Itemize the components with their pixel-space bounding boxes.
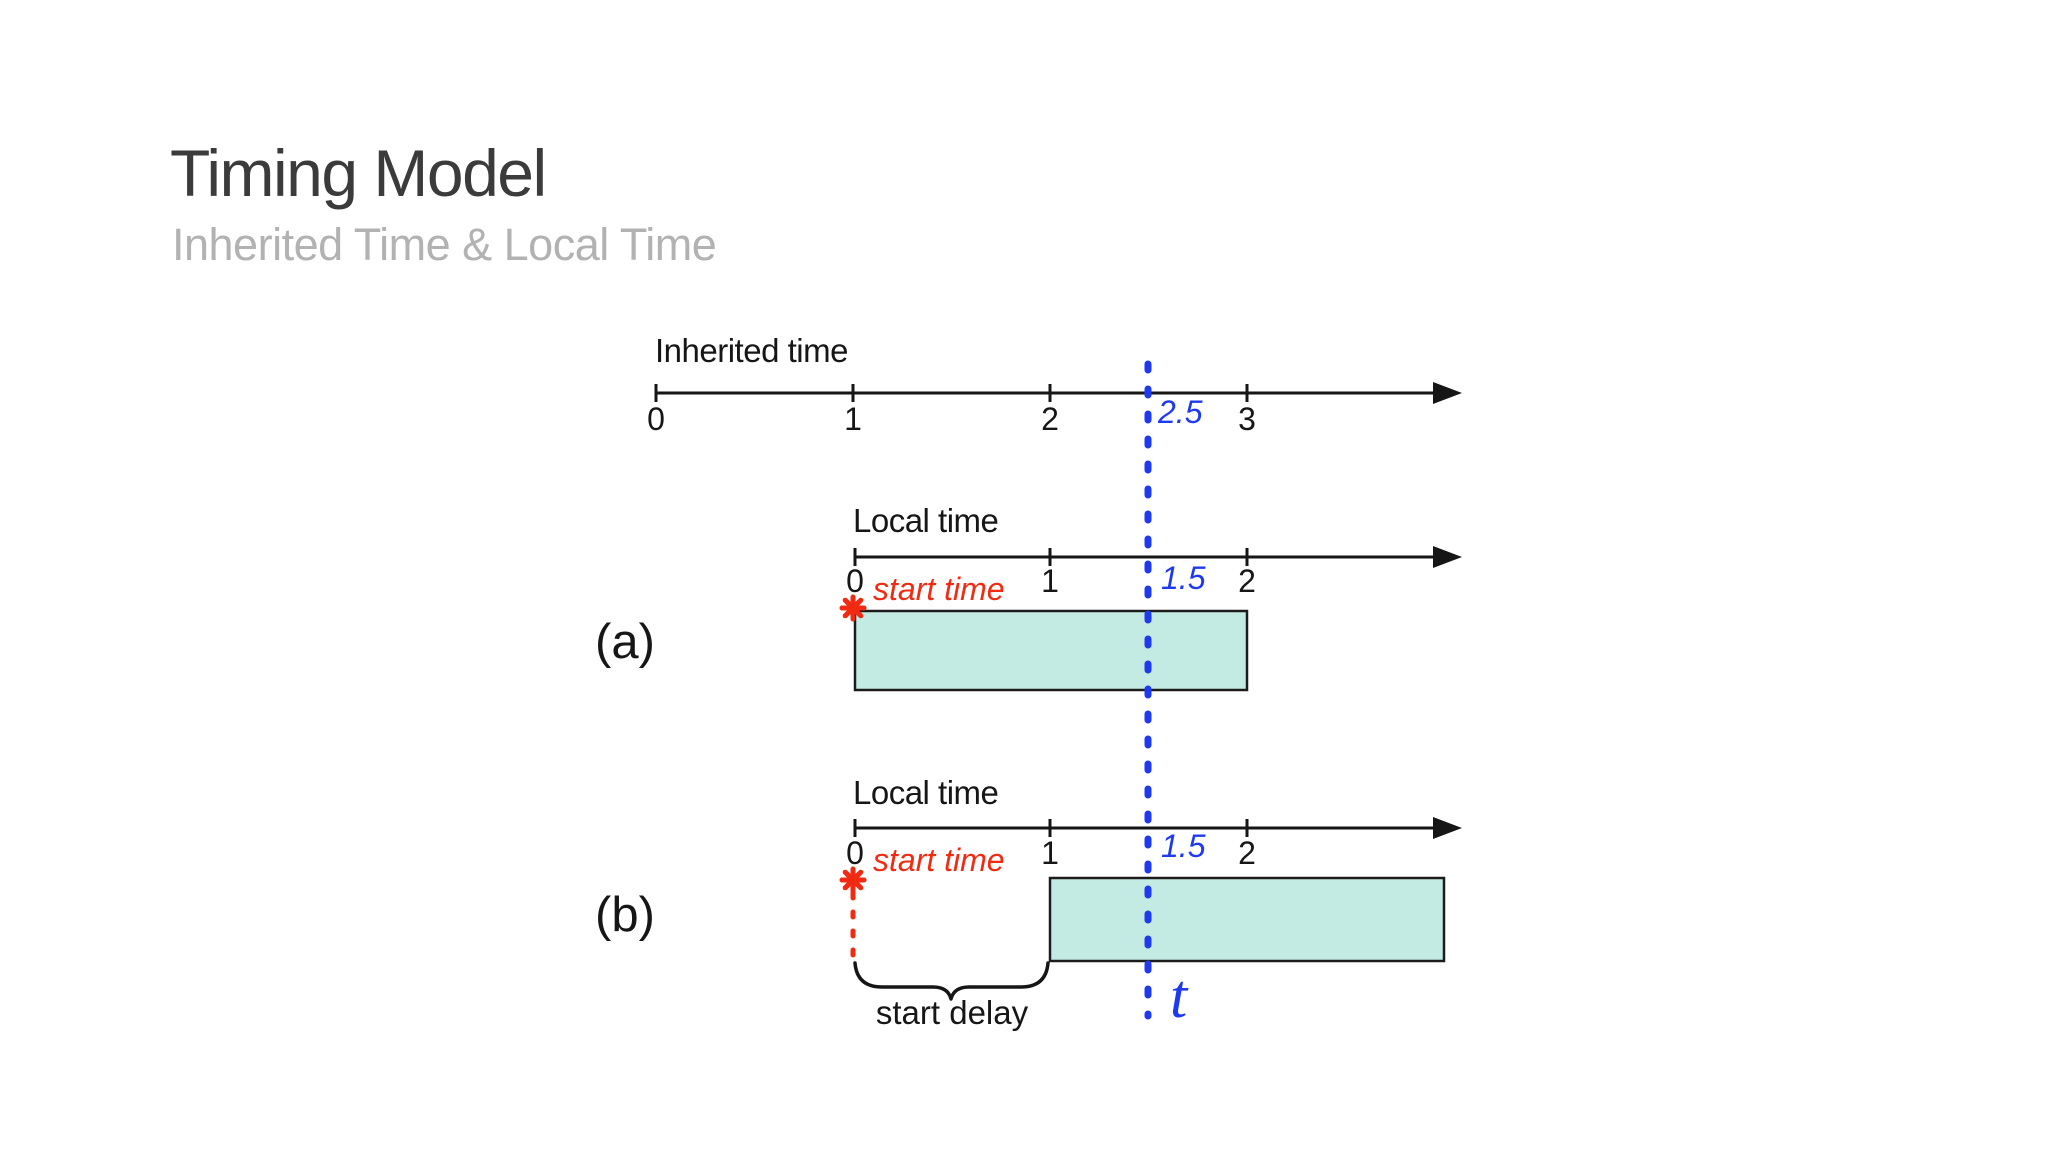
row-label-b: (b) [595,888,655,942]
arrow-right-icon [1433,382,1462,404]
tick-label: 2 [1041,401,1059,437]
start-time-marker-a [839,594,867,622]
current-time-value-inherited: 2.5 [1158,394,1203,430]
start-time-marker-b [839,866,867,894]
start-delay-label: start delay [875,994,1029,1031]
tick-label: 2 [1238,563,1256,599]
inherited-axis-label: Inherited time [655,332,848,369]
local-time-axis-a [853,546,1462,568]
arrow-right-icon [1433,817,1462,839]
tick-label: 0 [647,401,665,437]
current-time-value-local-b: 1.5 [1161,828,1206,864]
tick-label: 2 [1238,835,1256,871]
local-time-axis-b [853,817,1462,839]
tick-label: 0 [846,835,864,871]
tick-label: 3 [1238,401,1256,437]
start-time-label-b: start time [873,842,1005,878]
start-delay-brace [853,961,1050,1001]
tick-label: 0 [846,563,864,599]
page-subtitle: Inherited Time & Local Time [172,219,717,270]
local-axis-label-a: Local time [853,502,999,539]
start-time-label-a: start time [873,571,1005,607]
tick-label: 1 [1041,563,1059,599]
local-axis-label-b: Local time [853,774,999,811]
time-variable-label: t [1170,963,1188,1031]
row-label-a: (a) [595,615,655,669]
active-bar-b [1048,876,1446,963]
tick-label: 1 [844,401,862,437]
inherited-time-axis [654,382,1462,404]
page-title: Timing Model [170,136,547,210]
active-bar-a [853,609,1249,692]
current-time-value-local-a: 1.5 [1161,560,1206,596]
arrow-right-icon [1433,546,1462,568]
tick-label: 1 [1041,835,1059,871]
